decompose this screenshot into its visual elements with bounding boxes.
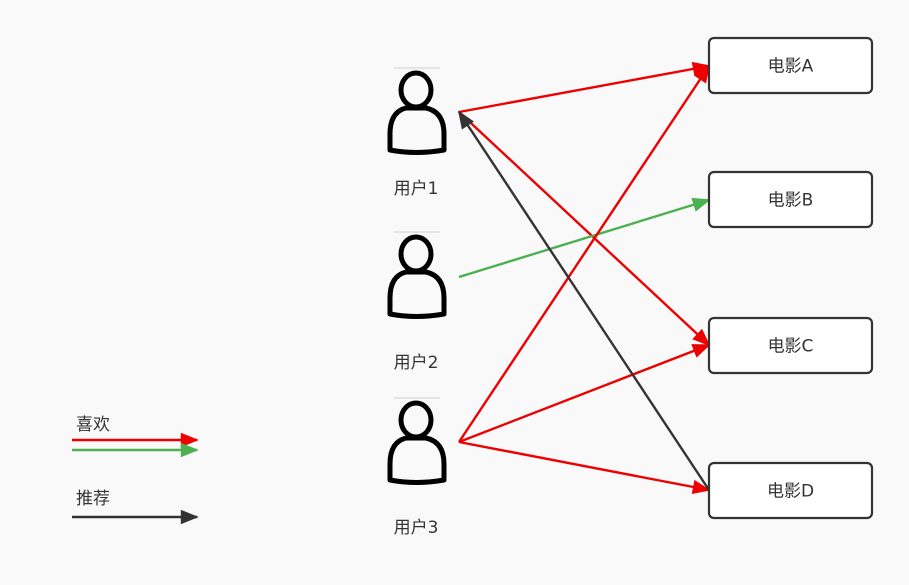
user-node-2: 用户2 [387,231,447,373]
user-label: 用户3 [394,518,439,538]
legend: 喜欢 推荐 [72,415,199,525]
edge-u3-mA [458,64,710,443]
edge-u1-mC [458,111,711,347]
user-node-3: 用户3 [387,397,447,538]
person-icon [387,397,447,485]
user-label: 用户2 [394,353,439,373]
movie-node-a: 电影A [707,36,874,95]
movie-label: 电影D [767,482,814,502]
movies-layer: 电影A 电影B 电影C 电影D [707,36,874,520]
movie-label: 电影A [768,57,814,77]
edge-u3-mC [458,343,711,444]
movie-label: 电影B [768,191,814,211]
edge-u2-mB [458,197,711,279]
movie-box [707,170,874,229]
edge-u1-mA [458,61,711,114]
movie-node-c: 电影C [707,316,874,375]
user-node-1: 用户1 [387,67,447,199]
users-layer: 用户1 用户2 用户3 [387,67,447,538]
user-label: 用户1 [394,179,439,199]
legend-recommend-label: 推荐 [76,489,110,509]
movie-node-b: 电影B [707,170,874,229]
legend-like-label: 喜欢 [76,415,110,435]
person-icon [387,231,447,319]
movie-box [707,316,874,375]
movie-node-d: 电影D [707,461,874,520]
edges-layer [457,61,711,495]
movie-box [707,461,874,520]
edge-mD-u1 [457,110,711,491]
person-icon [387,67,447,155]
movie-box [707,36,874,95]
edge-u3-mD [458,440,711,495]
movie-label: 电影C [768,337,814,357]
